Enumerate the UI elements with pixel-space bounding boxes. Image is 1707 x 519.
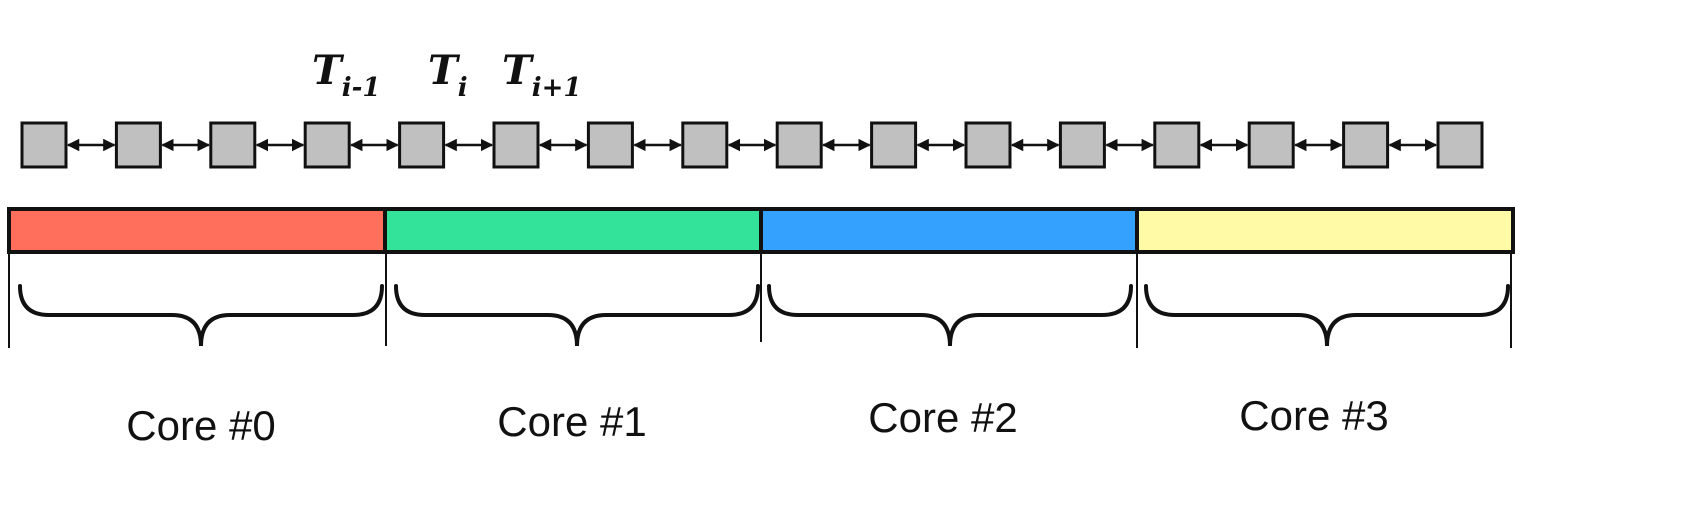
task-label-next-sub: i+1 bbox=[532, 73, 582, 103]
task-label-current-base: T bbox=[428, 47, 461, 94]
task-label-prev-base: T bbox=[312, 47, 345, 94]
core-label-0: Core #0 bbox=[126, 402, 275, 449]
core-segment-3 bbox=[1135, 207, 1515, 254]
core-dividers bbox=[8, 252, 1512, 348]
task-box bbox=[775, 121, 823, 169]
task-box bbox=[1342, 121, 1390, 169]
task-box bbox=[303, 121, 351, 169]
core-brace-1 bbox=[394, 284, 760, 347]
task-label-prev-sub: i-1 bbox=[342, 73, 381, 103]
task-box bbox=[681, 121, 729, 169]
core-label-1: Core #1 bbox=[497, 398, 646, 445]
core-label-3: Core #3 bbox=[1239, 392, 1388, 439]
task-box bbox=[114, 121, 162, 169]
core-brace-0 bbox=[18, 284, 384, 347]
task-box bbox=[20, 121, 68, 169]
task-box bbox=[398, 121, 446, 169]
task-label-prev: Ti-1 bbox=[312, 47, 381, 103]
core-labels: Core #0 Core #1 Core #2 Core #3 bbox=[126, 392, 1388, 449]
core-label-2: Core #2 bbox=[868, 394, 1017, 441]
task-box bbox=[586, 121, 634, 169]
task-box bbox=[209, 121, 257, 169]
core-brace-2 bbox=[767, 284, 1133, 347]
task-labels: Ti-1 Ti Ti+1 bbox=[312, 47, 582, 103]
core-braces bbox=[18, 284, 1510, 347]
task-box bbox=[492, 121, 540, 169]
core-segment-2 bbox=[759, 207, 1139, 254]
task-label-current: Ti bbox=[428, 47, 468, 103]
task-box bbox=[964, 121, 1012, 169]
task-chain bbox=[20, 121, 1484, 169]
task-box bbox=[1436, 121, 1484, 169]
task-box bbox=[1247, 121, 1295, 169]
task-box bbox=[1058, 121, 1106, 169]
task-box bbox=[1153, 121, 1201, 169]
core-bar bbox=[7, 207, 1515, 254]
task-label-next-base: T bbox=[502, 47, 535, 94]
task-label-current-sub: i bbox=[458, 73, 468, 103]
task-box bbox=[870, 121, 918, 169]
core-segment-1 bbox=[383, 207, 763, 254]
task-label-next: Ti+1 bbox=[502, 47, 582, 103]
core-segment-0 bbox=[7, 207, 387, 254]
core-brace-3 bbox=[1144, 284, 1510, 347]
